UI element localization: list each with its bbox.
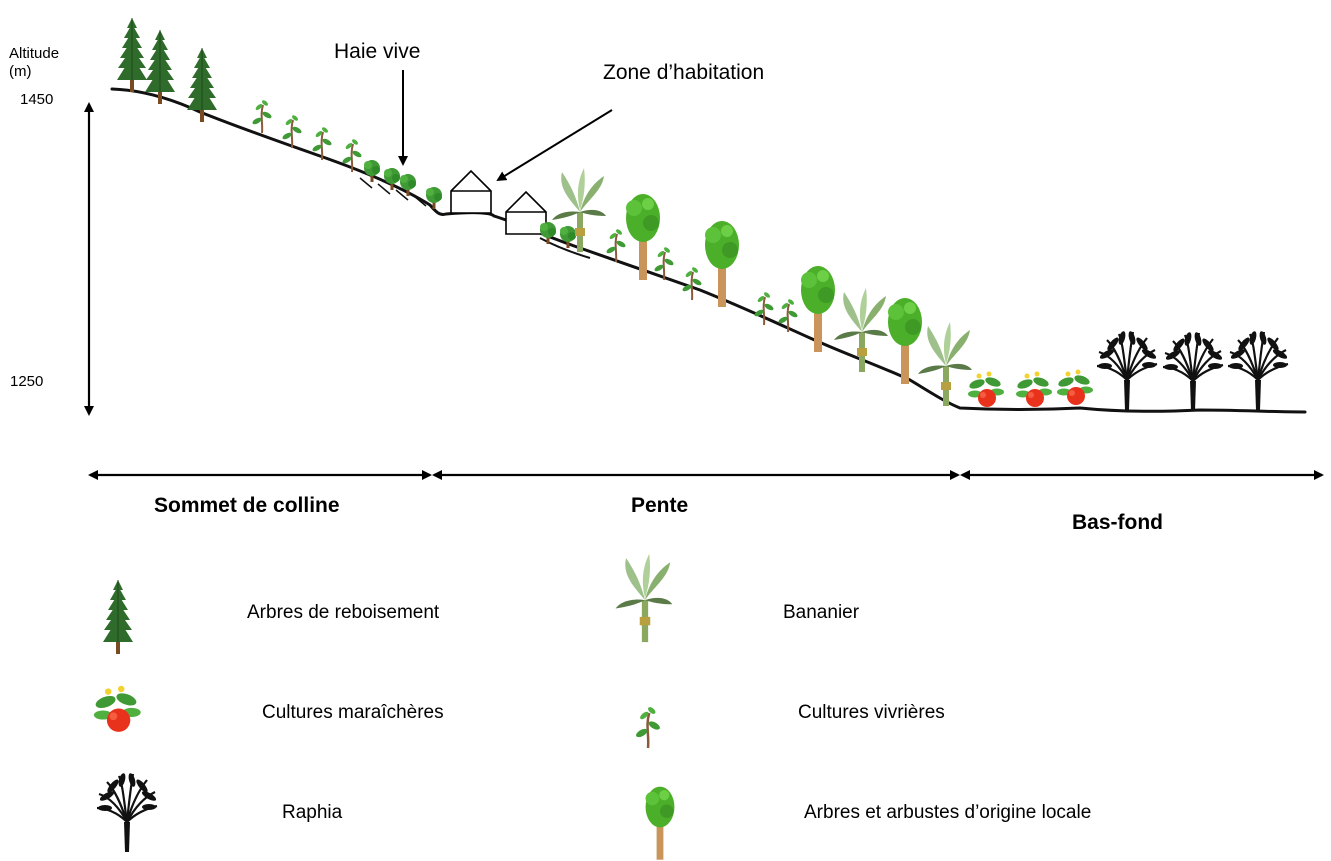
raphia-icon <box>1161 330 1225 413</box>
habitation-callout-label: Zone d’habitation <box>603 61 765 84</box>
tomato-icon <box>1057 369 1093 405</box>
tomato-icon <box>93 685 141 732</box>
zone-label-slope: Pente <box>631 494 689 517</box>
raphia-icon <box>95 771 159 854</box>
terrace-marks <box>539 237 591 259</box>
food-crop-icon <box>633 704 663 750</box>
house-icon <box>450 170 492 214</box>
altitude-title: Altitude (m) <box>9 45 59 81</box>
raphia-icon <box>1226 329 1290 412</box>
tomato-icon <box>1016 371 1052 407</box>
banana-icon <box>615 553 673 643</box>
zone-label-lowland: Bas-fond <box>1072 511 1163 534</box>
altitude-top-label: 1450 <box>20 91 54 108</box>
hedge-bush-icon <box>540 222 556 244</box>
altitude-title-line2: (m) <box>9 63 32 80</box>
raphia-icon <box>1095 329 1159 412</box>
legend-label-reforestation: Arbres de reboisement <box>247 602 440 623</box>
conifer-icon <box>186 47 218 123</box>
altitude-bottom-label: 1250 <box>10 373 44 390</box>
habitation-callout-arrow <box>496 109 613 182</box>
zone-label-hilltop: Sommet de colline <box>154 494 340 517</box>
food-crop-icon <box>776 297 800 333</box>
local-tree-icon <box>801 266 835 352</box>
legend-label-banana: Bananier <box>783 602 860 623</box>
banana-icon <box>918 322 972 406</box>
legend-label-local-trees: Arbres et arbustes d’origine locale <box>804 802 1092 823</box>
hedge-callout-label: Haie vive <box>334 40 421 63</box>
terrace-marks <box>359 177 427 207</box>
altitude-title-line1: Altitude <box>9 45 60 62</box>
tomato-icon <box>968 371 1004 407</box>
local-tree-icon <box>645 786 675 860</box>
food-crop-icon <box>340 137 364 173</box>
legend-label-raphia: Raphia <box>282 802 343 823</box>
conifer-icon <box>116 17 148 93</box>
legend-label-market-garden: Cultures maraîchères <box>262 702 444 723</box>
banana-icon <box>834 288 888 372</box>
food-crop-icon <box>250 98 274 134</box>
ground-profile <box>110 87 1307 414</box>
house-icon <box>505 191 547 235</box>
hedge-bush-icon <box>400 174 416 196</box>
legend-label-food-crops: Cultures vivrières <box>798 702 945 723</box>
conifer-icon <box>102 579 134 655</box>
